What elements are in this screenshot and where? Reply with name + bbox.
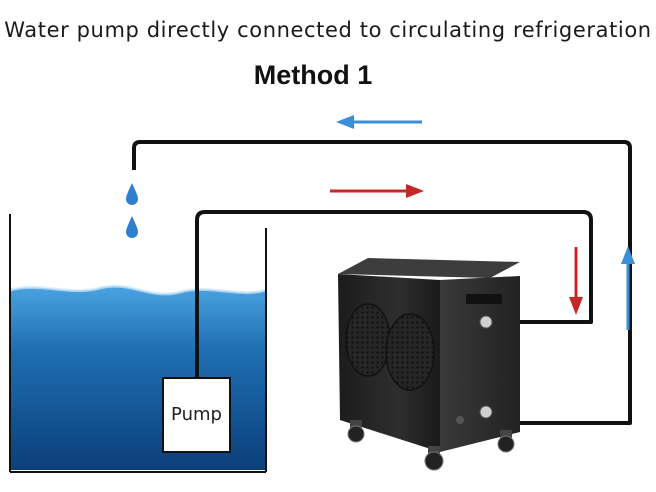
diagram-headline: Water pump directly connected to circula… [4, 18, 652, 42]
diagram-subhead: Method 1 [253, 60, 373, 90]
fan-grille-icon [385, 313, 435, 391]
supply-pipe [195, 210, 593, 378]
chiller-front-panel [440, 276, 520, 452]
pump-label: Pump [171, 404, 222, 425]
chiller-handle [466, 294, 502, 304]
return-flow-arrow [336, 115, 422, 129]
pipe-fitting-icon [479, 405, 493, 419]
supply-down-arrow [569, 247, 583, 315]
submersible-pump: Pump [162, 377, 231, 453]
caster-wheel-icon [497, 430, 515, 453]
water-drop-icon [126, 183, 138, 205]
return-pipe [132, 140, 632, 425]
pipe-fitting-icon [479, 315, 493, 329]
caster-wheel-icon [347, 420, 365, 443]
water-drop-icon [126, 216, 138, 238]
caster-wheel-icon [424, 446, 444, 471]
fan-grille-icon [345, 303, 391, 377]
chiller-switch [456, 416, 464, 424]
water-surface-foam [9, 284, 267, 296]
chiller-top [338, 258, 520, 278]
return-up-arrow [621, 246, 635, 330]
chiller-unit [338, 258, 520, 471]
supply-flow-arrow [330, 184, 424, 198]
